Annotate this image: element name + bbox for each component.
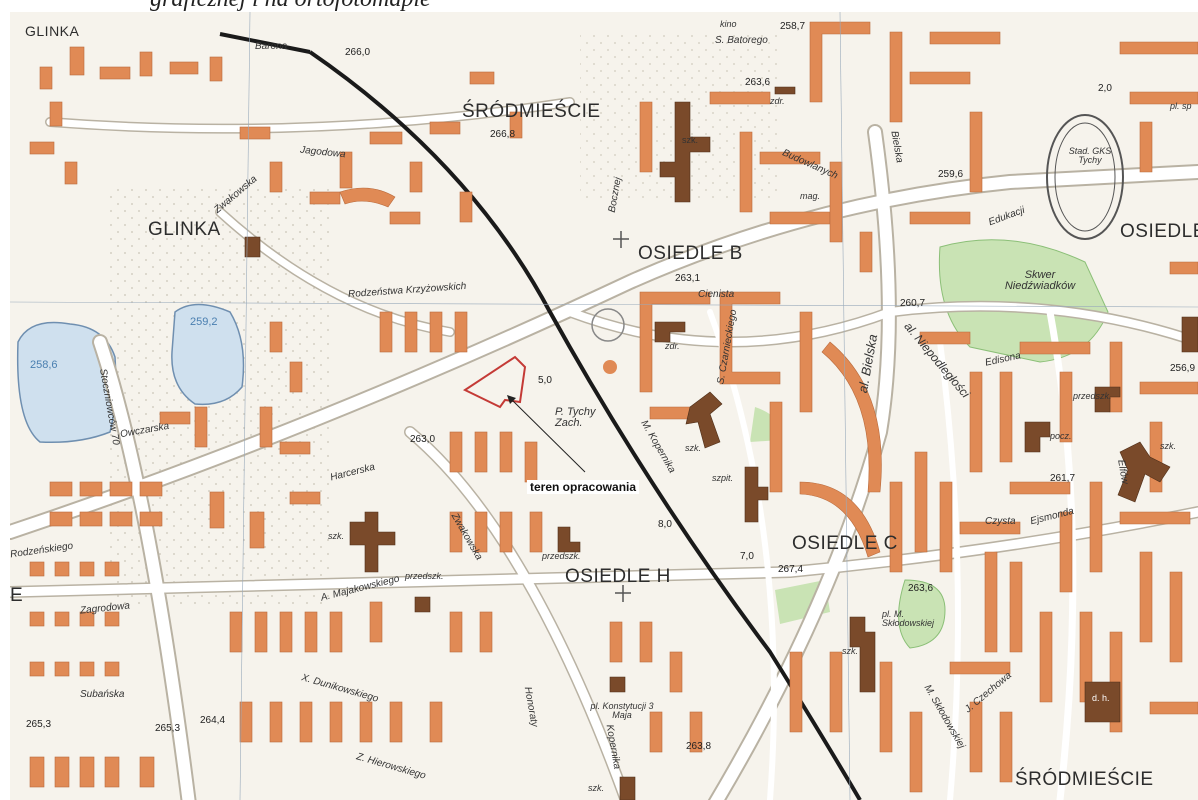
grid-line (10, 301, 1198, 308)
place-label: szk. (328, 531, 345, 541)
map-canvas (10, 12, 1198, 800)
place-label: d. h. (1092, 693, 1110, 703)
railway-line-branch (219, 32, 311, 54)
place-label: pl. sp (1170, 101, 1192, 111)
place-label: kino (720, 19, 737, 29)
place-label: pl. M. Skłodowskiej (882, 609, 935, 628)
district-label: GLINKA (25, 23, 80, 39)
place-label: zdr. (770, 96, 785, 106)
building (244, 236, 261, 258)
place-label: przedszk. (405, 571, 444, 581)
school-building (685, 391, 723, 449)
roundabout (603, 360, 617, 374)
place-label: szk. (685, 443, 702, 453)
school-building (1117, 441, 1171, 503)
district-label: E (10, 585, 24, 606)
kindergarten-building (414, 596, 431, 613)
post-office-building (1024, 421, 1051, 453)
building (609, 676, 626, 693)
elevation-label: 256,9 (1170, 363, 1196, 374)
elevation-label: 267,4 (778, 564, 804, 575)
residential-buildings (29, 21, 1198, 793)
kindergarten-building (1094, 386, 1121, 413)
place-label: pocz. (1050, 431, 1072, 441)
place-label: szk. (1160, 441, 1177, 451)
public-buildings (244, 86, 1198, 800)
green-areas (750, 239, 1109, 649)
place-label: Skwer Niedźwiadków (1004, 269, 1076, 292)
elevation-label: 260,7 (900, 298, 926, 309)
place-label: szk. (588, 783, 605, 793)
elevation-label: 263,0 (410, 434, 436, 445)
place-label: pl. Konstytucji 3 Maja (590, 701, 654, 720)
street-label: S. Batorego (715, 35, 768, 46)
water-bodies (16, 303, 245, 444)
place-label: P. Tychy Zach. (555, 406, 596, 429)
district-label: OSIEDLE C (792, 533, 898, 554)
callout-leader (509, 397, 586, 473)
district-label: OSIEDLE H (565, 566, 671, 587)
church-cross-icons (613, 231, 631, 602)
water-elevation-label: 258,6 (30, 359, 58, 371)
green-patch (898, 579, 946, 649)
building (1181, 316, 1198, 353)
railway-line (308, 50, 862, 800)
store-building (1084, 681, 1121, 723)
elevation-label: 263,6 (745, 77, 771, 88)
place-label: przedszk. (1073, 391, 1112, 401)
place-label: szk. (842, 646, 859, 656)
street-label: Czysta (985, 516, 1016, 527)
school-building (659, 101, 711, 203)
grid-line (839, 12, 851, 800)
elevation-label: 263,6 (908, 583, 934, 594)
elevation-label: 264,4 (200, 715, 226, 726)
grid-line (239, 12, 251, 800)
elevation-label: 8,0 (658, 519, 672, 530)
place-label: Stad. GKS Tychy (1068, 146, 1112, 165)
school-building (849, 616, 876, 693)
street-label: Barona (255, 41, 288, 52)
roads (10, 97, 1198, 800)
elevation-label: 263,8 (686, 741, 712, 752)
elevation-label: 5,0 (538, 375, 552, 386)
study-area-outline (462, 355, 527, 409)
caption: graficznej i na ortofotomapie (150, 0, 431, 13)
elevation-label: 266,8 (490, 129, 516, 140)
hospital-building (744, 466, 769, 523)
district-label: GLINKA (148, 219, 221, 240)
district-label: OSIEDLE (1120, 221, 1198, 242)
callout-arrowhead (507, 395, 516, 404)
pond-east (171, 303, 245, 406)
city-map[interactable]: GLINKA ŚRÓDMIEŚCIE GLINKA OSIEDLE B OSIE… (10, 12, 1198, 800)
school-building (349, 511, 396, 573)
district-label: ŚRÓDMIEŚCIE (1015, 769, 1154, 790)
street-label: Cienista (698, 289, 735, 300)
kindergarten-building (557, 526, 581, 553)
elevation-label: 259,6 (938, 169, 964, 180)
elevation-label: 265,3 (155, 723, 181, 734)
water-elevation-label: 259,2 (190, 316, 218, 328)
elevation-label: 265,3 (26, 719, 52, 730)
place-label: zdr. (665, 341, 680, 351)
place-label: przedszk. (542, 551, 581, 561)
building (774, 86, 796, 95)
place-label: szk. (682, 135, 699, 145)
place-label: szpit. (712, 473, 734, 483)
district-label: OSIEDLE B (638, 243, 743, 264)
elevation-label: 261,7 (1050, 473, 1076, 484)
elevation-label: 258,7 (780, 21, 806, 32)
stadium (1046, 114, 1124, 240)
health-building (654, 321, 686, 343)
elevation-label: 7,0 (740, 551, 754, 562)
study-area-callout: teren opracowania (527, 480, 640, 494)
roundabout (591, 308, 625, 342)
place-label: mag. (800, 191, 821, 201)
street-label: Subańska (80, 689, 125, 700)
elevation-label: 263,1 (675, 273, 701, 284)
district-label: ŚRÓDMIEŚCIE (462, 101, 601, 122)
school-building (619, 776, 636, 800)
elevation-label: 266,0 (345, 47, 371, 58)
elevation-label: 2,0 (1098, 83, 1112, 94)
